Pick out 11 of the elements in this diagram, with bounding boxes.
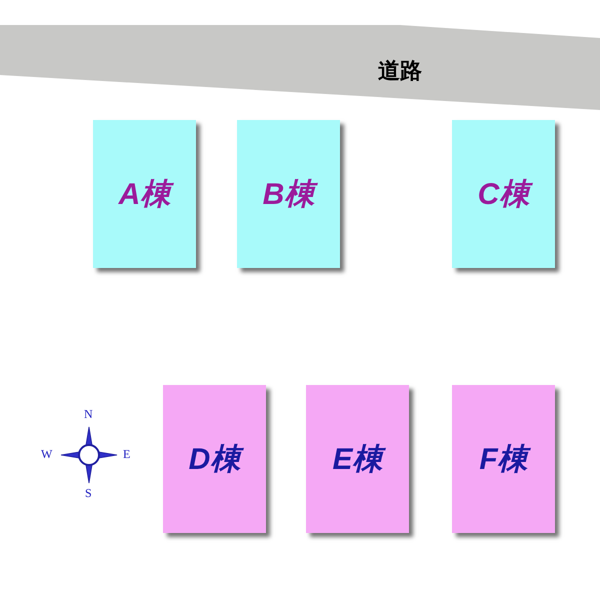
building-block: [163, 385, 266, 533]
compass-direction-label: N: [84, 407, 93, 422]
building-block: [452, 120, 555, 268]
building-block: [306, 385, 409, 533]
building-block: [237, 120, 340, 268]
building-block: [452, 385, 555, 533]
compass-direction-label: E: [123, 447, 130, 462]
road-label: 道路: [378, 57, 422, 85]
compass-direction-label: S: [85, 486, 92, 501]
building-block: [93, 120, 196, 268]
compass-direction-label: W: [41, 447, 52, 462]
